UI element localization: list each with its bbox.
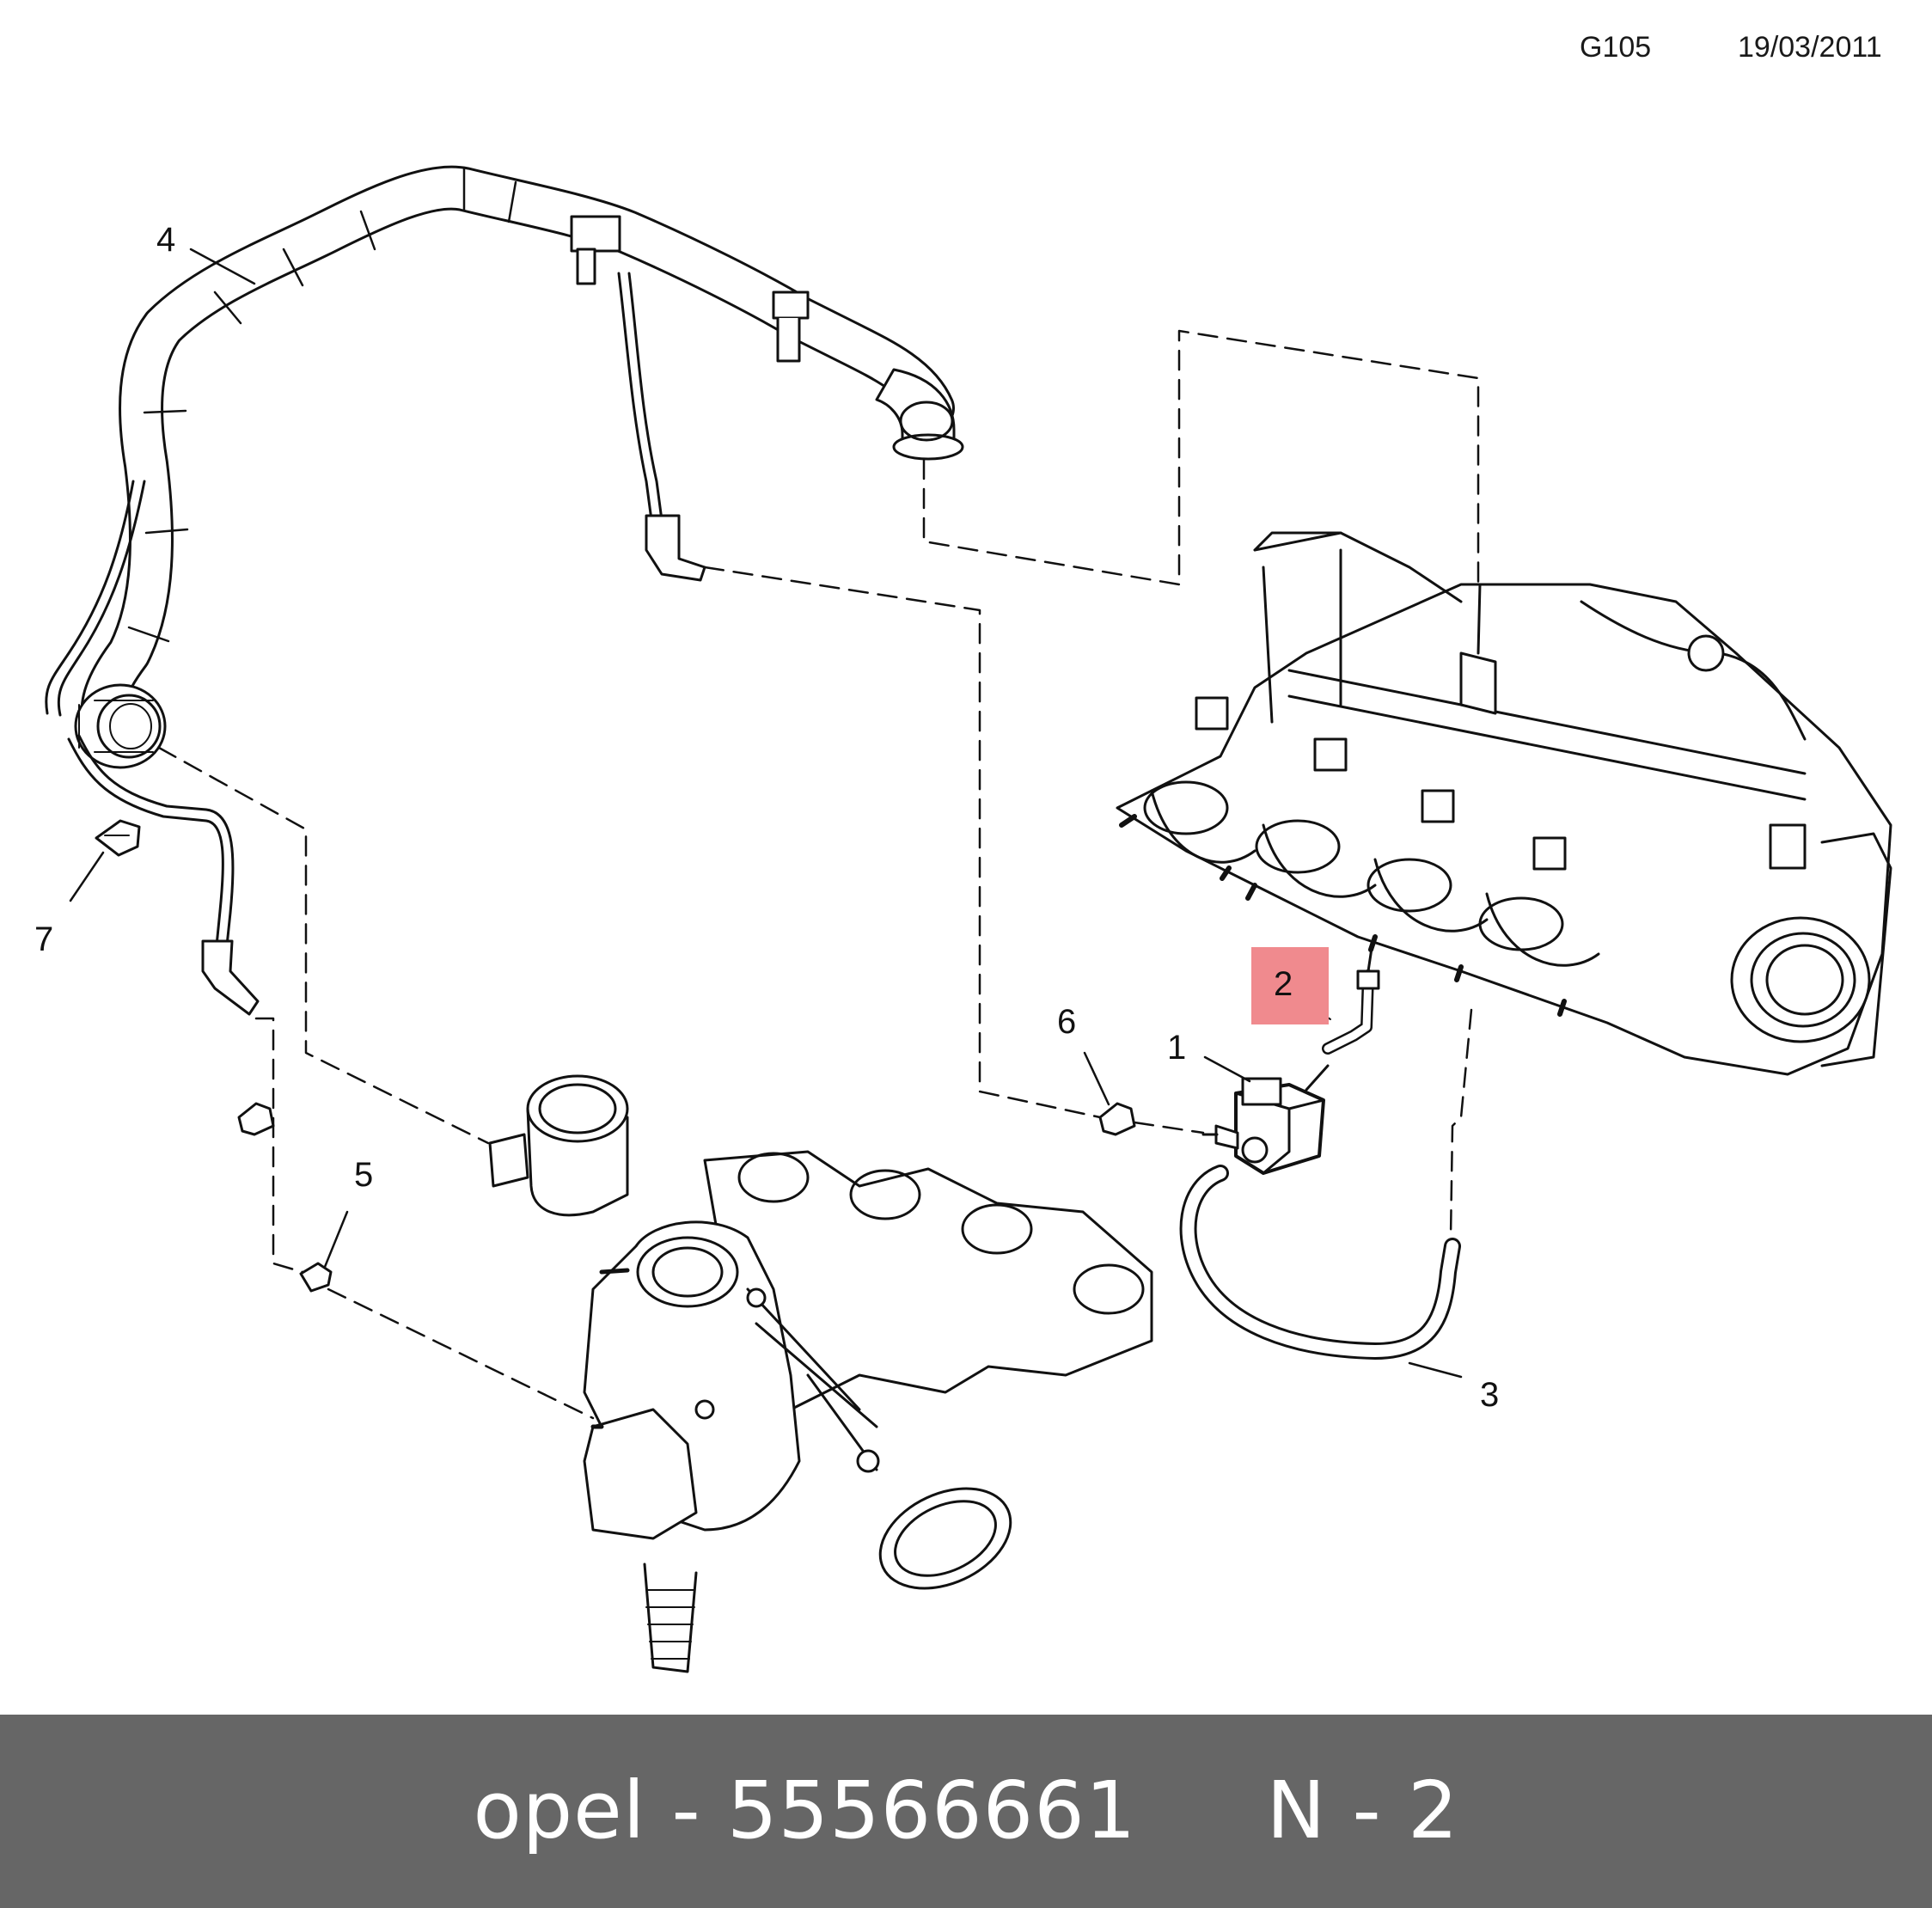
clip-part-5 — [299, 1262, 333, 1293]
clip-part-7 — [95, 819, 141, 857]
callout-3: 3 — [1480, 1376, 1499, 1414]
callout-5: 5 — [354, 1156, 373, 1194]
short-hose-part-2 — [1322, 935, 1380, 1055]
intake-manifold — [1116, 531, 1892, 1076]
callout-4: 4 — [156, 221, 175, 259]
diagram-date: 19/03/2011 — [1738, 31, 1882, 64]
curved-hose-part-3 — [1179, 1165, 1461, 1360]
hose-assembly — [45, 165, 964, 1016]
turbocharger — [488, 1074, 1153, 1673]
solenoid-valve-part-1 — [1201, 1064, 1330, 1175]
callout-6: 6 — [1057, 1003, 1076, 1041]
parts-diagram: 1 2 3 4 5 6 7 — [34, 165, 1892, 1673]
callout-2: 2 — [1274, 965, 1293, 1003]
callout-2-highlight — [1251, 947, 1329, 1024]
connection-lines — [157, 329, 1480, 1420]
callout-7: 7 — [34, 920, 53, 958]
diagram-code: G105 — [1580, 31, 1652, 64]
clip-part-6 — [237, 1102, 275, 1136]
part-number-footer: opel - 55566661 N - 2 — [0, 1715, 1932, 1908]
part-number-label: opel - 55566661 N - 2 — [473, 1764, 1459, 1856]
callout-1: 1 — [1167, 1029, 1186, 1067]
